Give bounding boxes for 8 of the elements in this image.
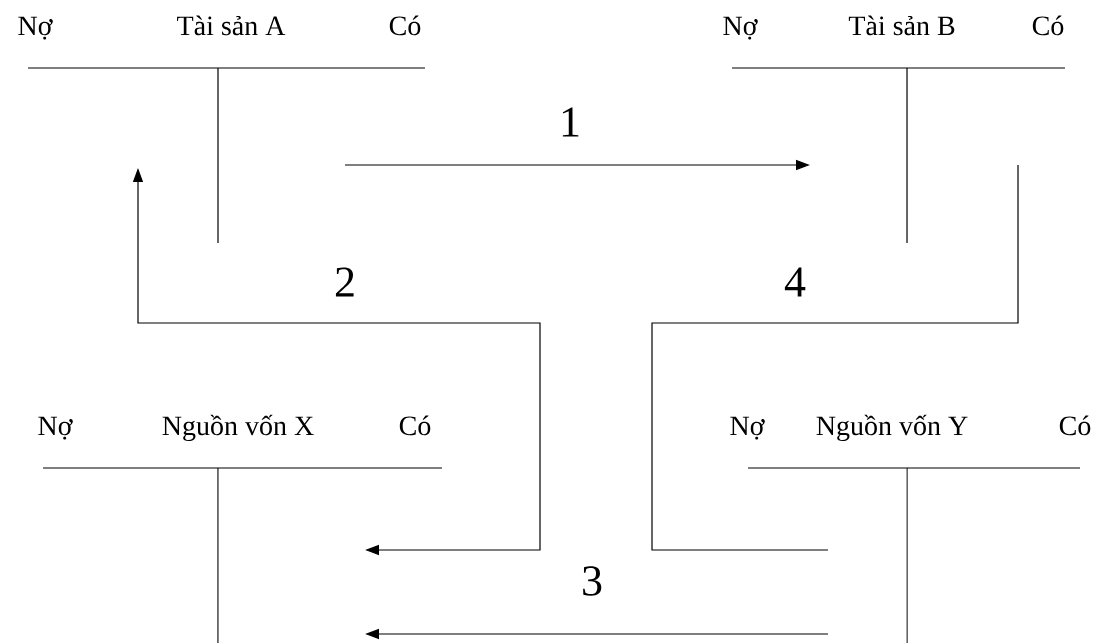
t-account: Nợ Nguồn vốn X Có xyxy=(38,414,443,643)
t-account: Nợ Tài sản B Có xyxy=(723,15,1066,244)
edge-label: 3 xyxy=(580,565,604,597)
t-account: Nợ Tài sản A Có xyxy=(18,15,426,244)
edge-label: 2 xyxy=(333,266,357,298)
edge-label: 4 xyxy=(783,266,807,298)
edge-label: 1 xyxy=(558,106,582,138)
t-account: Nợ Nguồn vốn Y Có xyxy=(730,414,1091,643)
